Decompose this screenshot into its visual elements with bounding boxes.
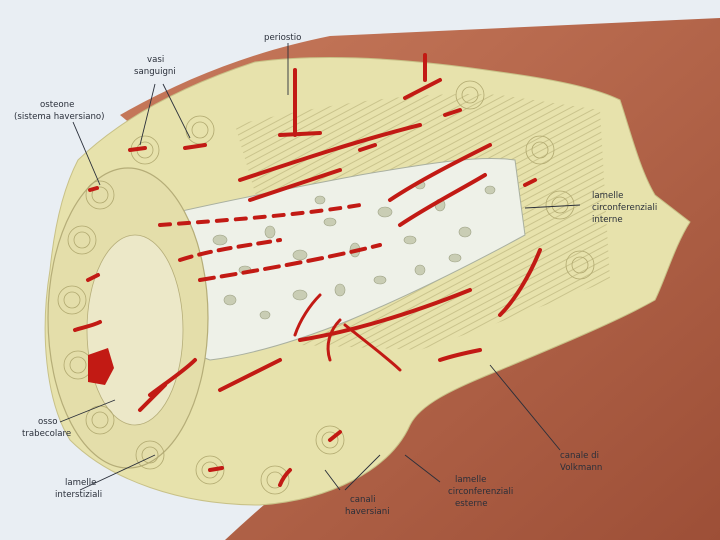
label-canale-volkmann-line1: canale di xyxy=(560,451,599,461)
label-osso-trabecolare-line2: trabecolare xyxy=(22,429,71,439)
label-lamelle-interne-line1: lamelle xyxy=(592,191,623,201)
label-periostio: periostio xyxy=(264,33,301,43)
label-lamelle-interstiziali-line2: interstiziali xyxy=(55,490,102,500)
blood-vessels xyxy=(73,53,542,487)
label-lamelle-interne-line2: circonferenziali xyxy=(592,203,657,213)
label-lamelle-interne-line3: interne xyxy=(592,215,623,225)
label-lamelle-esterne-line2: circonferenziali xyxy=(448,487,513,497)
label-lamelle-esterne-line1: lamelle xyxy=(455,475,486,485)
large-vessel-cross-section xyxy=(88,348,114,385)
label-osteone-line2: (sistema haversiano) xyxy=(14,112,105,122)
label-osso-trabecolare-line1: osso xyxy=(38,417,57,427)
label-osteone-line1: osteone xyxy=(40,100,74,110)
label-lamelle-interstiziali-line1: lamelle xyxy=(65,478,96,488)
label-canale-volkmann-line2: Volkmann xyxy=(560,463,602,473)
label-vasi-sanguigni-line1: vasi xyxy=(147,55,164,65)
label-lamelle-esterne-line3: esterne xyxy=(455,499,488,509)
label-canali-haversiani-line1: canali xyxy=(350,495,375,505)
label-canali-haversiani-line2: haversiani xyxy=(345,507,390,517)
label-vasi-sanguigni-line2: sanguigni xyxy=(134,67,176,77)
cross-section-spongy xyxy=(86,234,184,426)
leader-lines xyxy=(59,43,581,491)
